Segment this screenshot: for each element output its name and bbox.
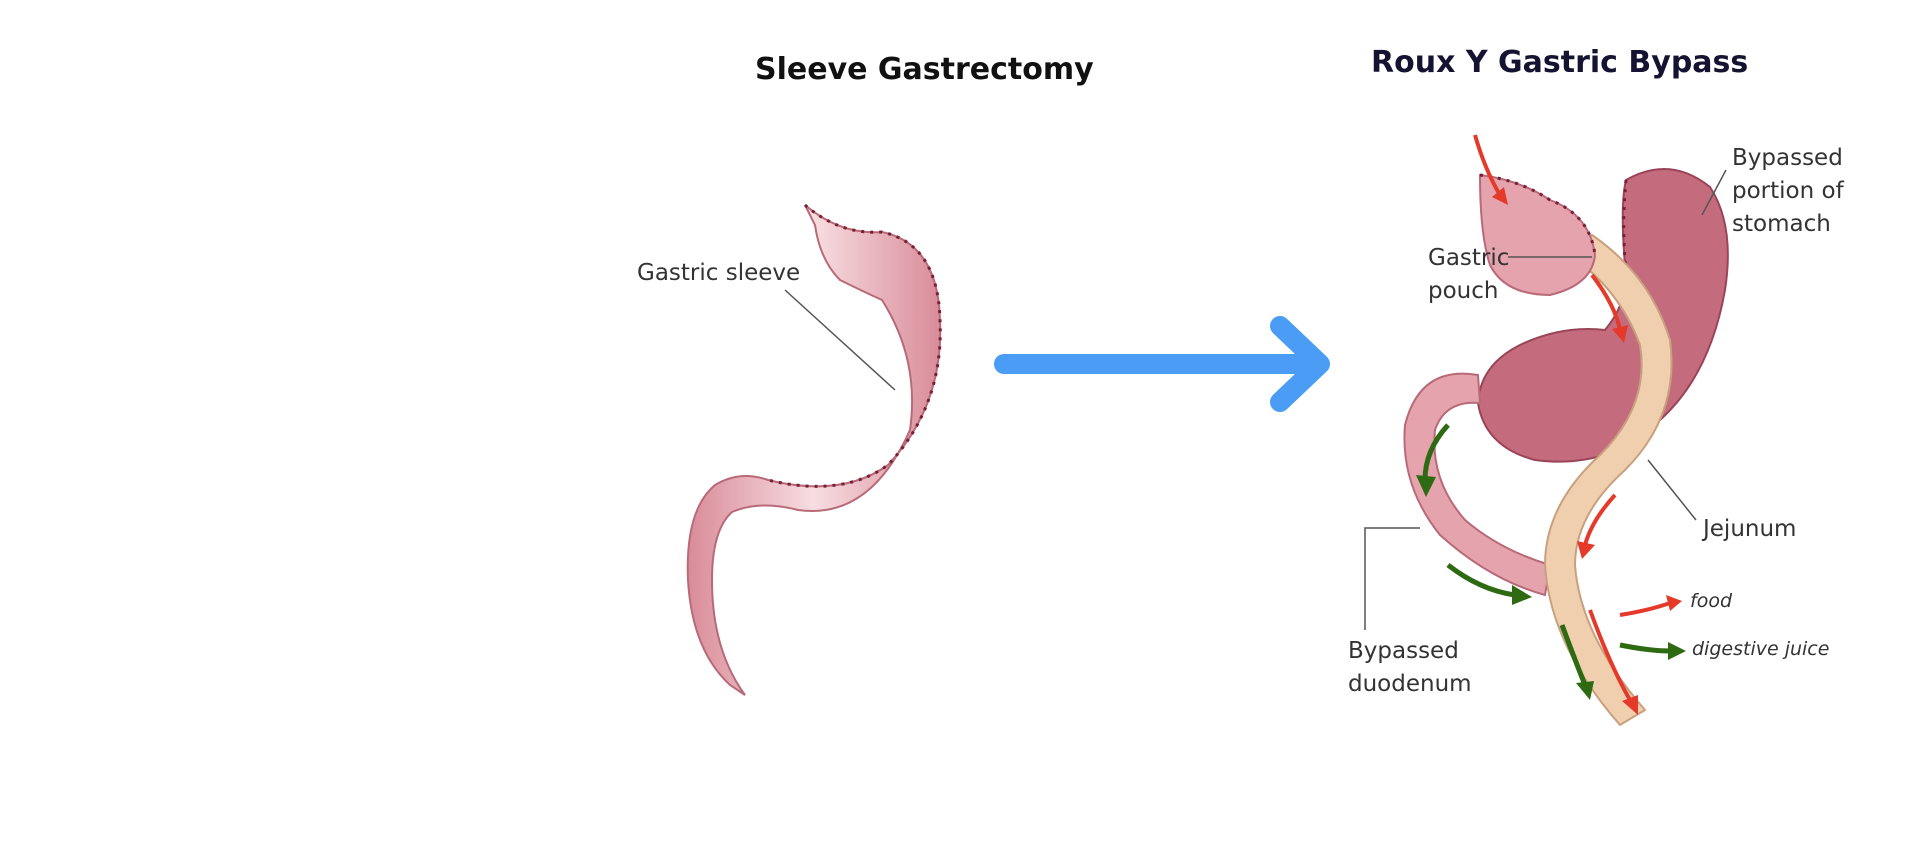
gastric-bypass-title: Roux Y Gastric Bypass xyxy=(1371,45,1749,80)
jejunum-label: Jejunum xyxy=(1647,459,1796,542)
svg-text:pouch: pouch xyxy=(1428,278,1498,304)
food-arrows xyxy=(1473,134,1638,715)
gastric-bypass-illustration: Bypassed portion of stomach Gastric pouc… xyxy=(1348,134,1845,727)
svg-text:Gastric: Gastric xyxy=(1428,245,1509,271)
svg-text:stomach: stomach xyxy=(1732,211,1831,237)
gastric-sleeve-label: Gastric sleeve xyxy=(637,260,896,391)
jejunum xyxy=(1543,233,1673,727)
sleeve-stomach xyxy=(686,203,942,696)
svg-text:Jejunum: Jejunum xyxy=(1701,516,1796,542)
gastric-pouch xyxy=(1478,173,1597,297)
svg-text:food: food xyxy=(1690,590,1733,612)
svg-text:Gastric sleeve: Gastric sleeve xyxy=(637,260,800,286)
svg-text:portion of: portion of xyxy=(1732,178,1845,204)
bypassed-stomach-label: Bypassed portion of stomach xyxy=(1701,145,1845,237)
svg-text:duodenum: duodenum xyxy=(1348,671,1472,697)
legend-food: food xyxy=(1619,590,1733,617)
bypassed-duodenum-label: Bypassed duodenum xyxy=(1348,527,1472,697)
transition-arrow-icon xyxy=(994,316,1330,412)
digestive-juice-arrows xyxy=(1416,423,1594,700)
legend-digestive-juice: digestive juice xyxy=(1619,638,1829,660)
legend: food digestive juice xyxy=(1619,590,1829,660)
svg-text:Bypassed: Bypassed xyxy=(1348,638,1459,664)
sleeve-gastrectomy-illustration: Gastric sleeve xyxy=(637,203,942,696)
sleeve-gastrectomy-title: Sleeve Gastrectomy xyxy=(755,52,1094,87)
svg-text:Bypassed: Bypassed xyxy=(1732,145,1843,171)
gastric-pouch-label: Gastric pouch xyxy=(1428,245,1592,304)
svg-text:digestive juice: digestive juice xyxy=(1692,638,1829,660)
